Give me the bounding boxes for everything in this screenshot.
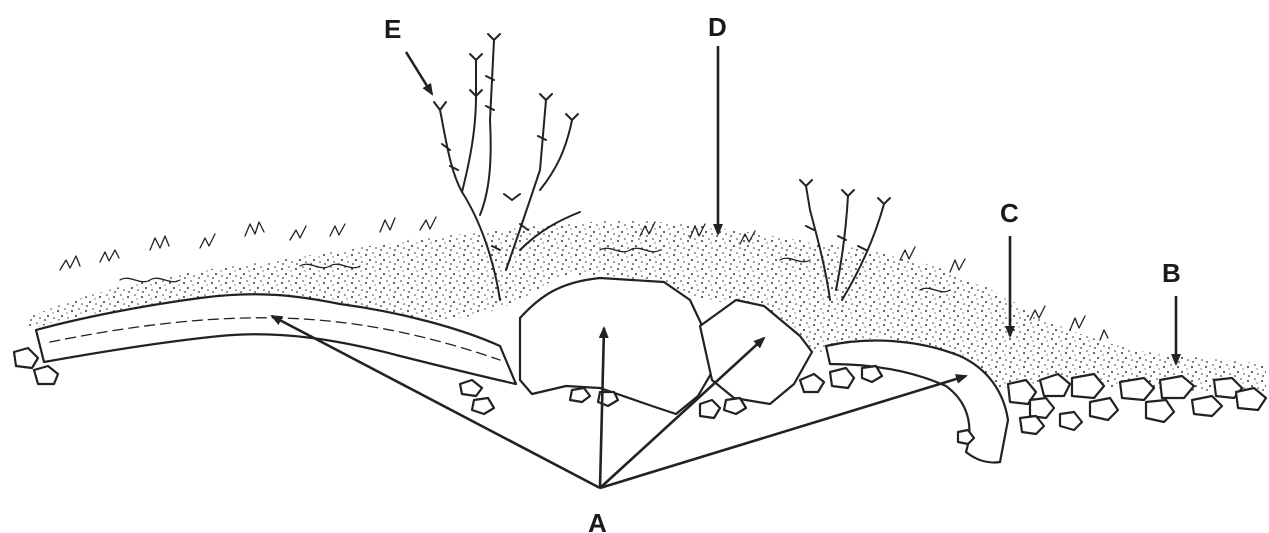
- label-d: D: [708, 12, 727, 42]
- label-a: A: [588, 508, 607, 533]
- label-c: C: [1000, 198, 1019, 228]
- label-b: B: [1162, 258, 1181, 288]
- label-e: E: [384, 14, 401, 44]
